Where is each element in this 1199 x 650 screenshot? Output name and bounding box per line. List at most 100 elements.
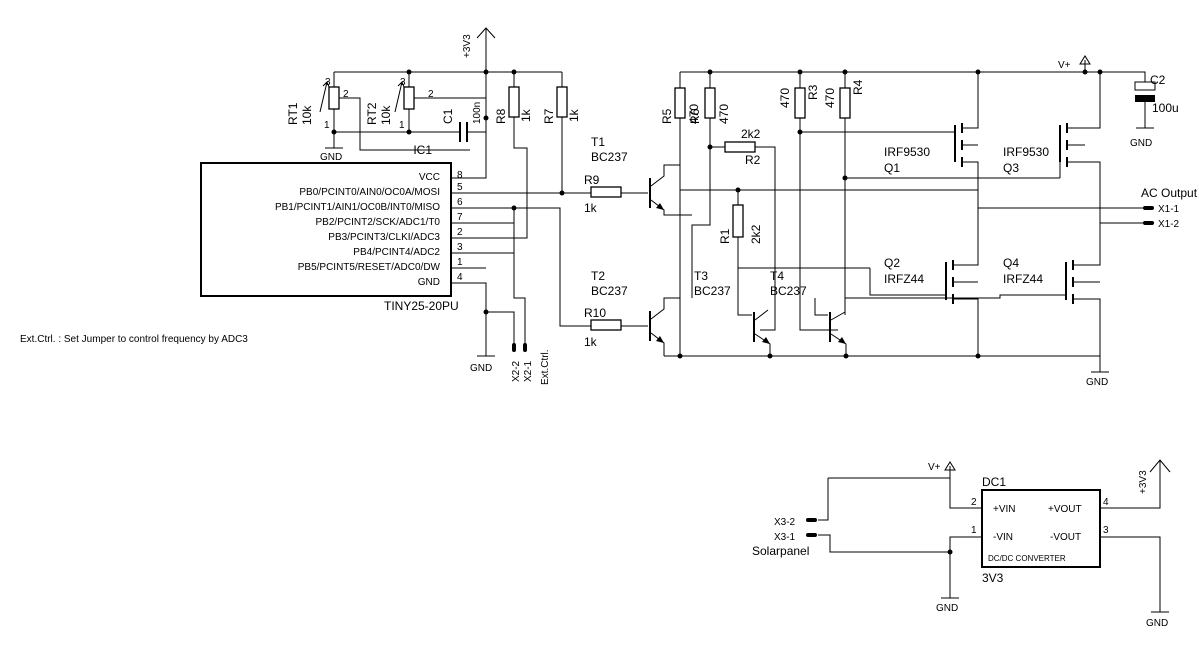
t4-part: BC237 <box>770 284 807 298</box>
r8-name: R8 <box>494 108 508 124</box>
ic1-microcontroller: IC1 TINY25-20PU VCC PB0/PCINT0/AIN0/OC0A… <box>200 143 471 313</box>
ext-ctrl-jumper[interactable]: X2-2 X2-1 Ext.Ctrl. <box>511 343 551 385</box>
gnd-label-c2: GND <box>1130 138 1152 149</box>
dcdc-v3-label: +3V3 <box>1138 470 1149 494</box>
x3-2-label: X3-2 <box>774 517 796 528</box>
t3-name: T3 <box>694 269 708 283</box>
dcdc-vout-minus: -VOUT <box>1050 532 1081 543</box>
dcdc-pin1: 1 <box>971 525 977 536</box>
ic1-pin-label-pb4: PB4/PCINT4/ADC2 <box>353 247 440 258</box>
r7-name: R7 <box>542 108 556 124</box>
r10-value: 1k <box>584 335 598 349</box>
x1-2-label: X1-2 <box>1158 219 1180 230</box>
r7-value: 1k <box>567 108 581 122</box>
rt1-pin2: 2 <box>343 89 349 100</box>
t2-part: BC237 <box>591 284 628 298</box>
r6-value: 470 <box>717 104 731 124</box>
gnd-label-pots: GND <box>320 152 342 163</box>
r2-value: R2 <box>745 153 761 167</box>
r1-value: 2k2 <box>749 224 763 244</box>
x2-2-label: X2-2 <box>511 360 522 382</box>
r2-name: 2k2 <box>741 127 761 141</box>
gnd-label-dcdc-out: GND <box>1146 618 1168 629</box>
rt1-value: 10k <box>300 105 314 125</box>
q1-name: Q1 <box>884 161 900 175</box>
v3-arrow-icon <box>476 27 496 72</box>
t2-name: T2 <box>591 269 605 283</box>
r4-value: 470 <box>823 88 837 108</box>
ic1-pin-num-8: 8 <box>457 170 463 181</box>
q2-part: IRFZ44 <box>884 272 924 286</box>
dcdc-pin4: 4 <box>1103 497 1109 508</box>
ic1-pin-label-pb2: PB2/PCINT2/SCK/ADC1/T0 <box>316 217 441 228</box>
ic-signal-wires: GND <box>470 190 591 374</box>
c2-value: 100u <box>1152 101 1179 115</box>
solarpanel-label: Solarpanel <box>752 544 809 558</box>
r9-resistor: R9 1k <box>584 173 648 215</box>
r5-value: 470 <box>687 104 701 124</box>
rt1-name: RT1 <box>286 102 300 125</box>
r7-resistor: R7 1k <box>542 72 581 193</box>
dcdc-vin-plus: +VIN <box>993 504 1016 515</box>
q4-name: Q4 <box>1003 256 1019 270</box>
solarpanel-connector[interactable]: X3-2 X3-1 Solarpanel <box>752 517 817 558</box>
t4-name: T4 <box>770 269 784 283</box>
dcdc-vin-minus: -VIN <box>993 532 1013 543</box>
vplus-rail: V+ <box>680 55 1146 82</box>
r1-name: R1 <box>718 228 732 244</box>
ic1-pin-num-5: 5 <box>457 182 463 193</box>
ic1-pin-label-pb3: PB3/PCINT3/CLKI/ADC3 <box>328 232 440 243</box>
r3-resistor: 470 R3 <box>778 72 955 331</box>
ac-output-label: AC Output <box>1141 186 1198 200</box>
r2-resistor: 2k2 R2 <box>707 127 776 331</box>
q1-part: IRF9530 <box>884 145 930 159</box>
ic1-pin-num-6: 6 <box>457 197 463 208</box>
rt2-potentiometer: 3 1 2 RT2 10k <box>365 72 486 132</box>
rt2-pin2: 2 <box>428 89 434 100</box>
t3-part: BC237 <box>694 284 731 298</box>
dcdc-pin3: 3 <box>1103 525 1109 536</box>
ic1-pin-label-pb0: PB0/PCINT0/AIN0/OC0A/MOSI <box>299 187 440 198</box>
ac-output-connector[interactable]: AC Output X1-1 X1-2 <box>1141 186 1198 230</box>
r4-name: R4 <box>851 79 865 95</box>
gnd-label-ic: GND <box>470 363 492 374</box>
r9-name: R9 <box>584 173 600 187</box>
r9-value: 1k <box>584 201 598 215</box>
r4-resistor: 470 R4 <box>823 72 1060 315</box>
q2-mosfet: Q2 IRFZ44 <box>869 208 979 356</box>
t2-transistor: T2 BC237 <box>591 269 680 356</box>
r10-resistor: R10 1k <box>584 306 648 349</box>
r6-name: R6 <box>688 108 702 124</box>
ic1-pin-num-3: 3 <box>457 242 463 253</box>
note-text: Ext.Ctrl. : Set Jumper to control freque… <box>20 334 248 345</box>
x2-1-label: X2-1 <box>523 360 534 382</box>
ic1-pin-label-gnd: GND <box>418 277 440 288</box>
rt2-value: 10k <box>379 105 393 125</box>
t1-transistor: T1 BC237 <box>591 135 692 216</box>
ic1-pin-label-vcc: VCC <box>419 172 440 183</box>
r3-value: 470 <box>778 88 792 108</box>
v3-label: +3V3 <box>462 34 473 58</box>
ic1-pin-num-4: 4 <box>457 272 463 283</box>
ic1-part: TINY25-20PU <box>384 299 459 313</box>
rt2-pin1: 1 <box>399 120 405 131</box>
pots-gnd: GND C1 100n <box>320 102 486 163</box>
t1-name: T1 <box>591 135 605 149</box>
gnd-label-dcdc: GND <box>936 603 958 614</box>
c2-name: C2 <box>1150 73 1166 87</box>
q4-mosfet: Q4 IRFZ44 <box>844 223 1101 356</box>
t3-transistor: T3 BC237 <box>694 268 771 356</box>
rt2-name: RT2 <box>365 102 379 125</box>
q3-mosfet: IRF9530 Q3 <box>1003 72 1145 224</box>
vplus-label: V+ <box>1058 60 1071 71</box>
q2-name: Q2 <box>884 256 900 270</box>
gnd-rail: GND <box>664 165 1109 388</box>
q3-name: Q3 <box>1003 161 1019 175</box>
ic1-pin-num-2: 2 <box>457 227 463 238</box>
dcdc-pin2: 2 <box>971 497 977 508</box>
c2-capacitor: C2 100u GND <box>1130 73 1179 149</box>
x1-1-label: X1-1 <box>1158 204 1180 215</box>
q3-part: IRF9530 <box>1003 145 1049 159</box>
ext-ctrl-label: Ext.Ctrl. <box>540 349 551 385</box>
